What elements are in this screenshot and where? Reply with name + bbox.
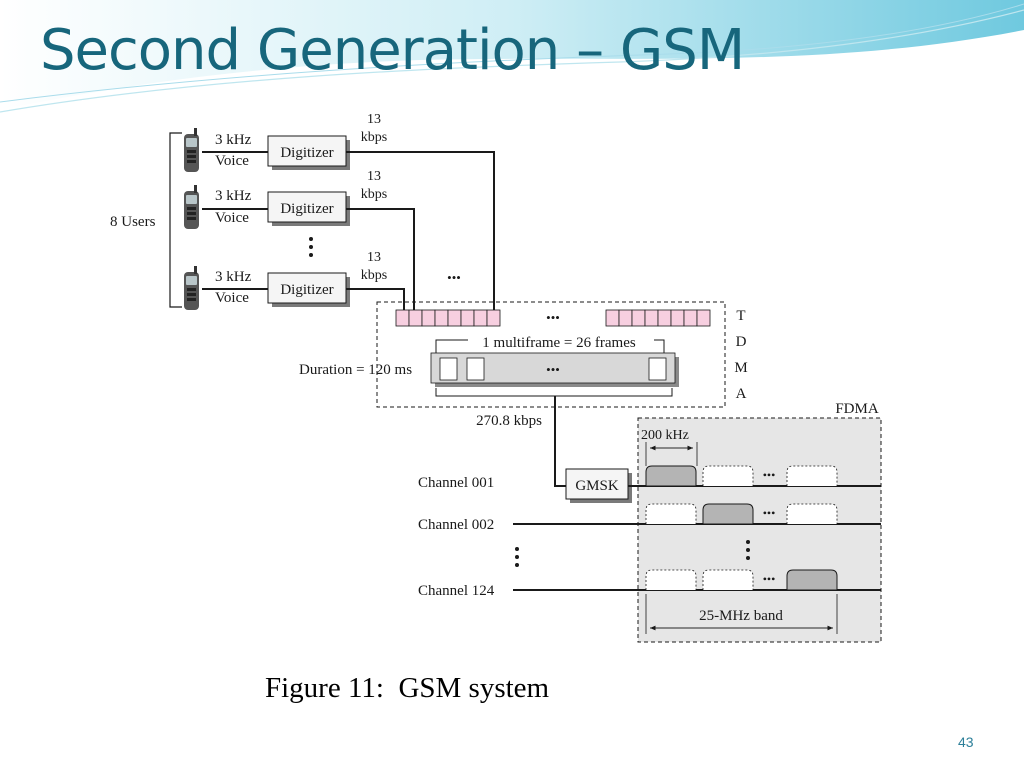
voice-label-line2: Voice <box>215 153 249 169</box>
gmsk-label: GMSK <box>575 478 619 494</box>
output-rate-label: 270.8 kbps <box>476 413 542 429</box>
channel-label: Channel 124 <box>418 583 495 599</box>
carrier-idle <box>645 503 697 524</box>
frame-cell <box>648 357 667 381</box>
channel-label: Channel 001 <box>418 475 494 491</box>
duration-label: Duration = 120 ms <box>299 362 412 378</box>
digitizer-box <box>267 191 347 223</box>
horizontal-ellipsis: ••• <box>763 572 776 586</box>
tdma-letters: T D M A <box>734 308 747 402</box>
carrier-idle <box>645 569 697 590</box>
digitizer-label: Digitizer <box>280 282 333 298</box>
vertical-ellipsis <box>309 237 313 257</box>
frame-slot <box>696 309 711 327</box>
fdma-box <box>637 417 882 643</box>
horizontal-ellipsis: ••• <box>546 310 560 325</box>
phone-icon <box>184 185 199 229</box>
digitizer-label: Digitizer <box>280 201 333 217</box>
carrier-idle <box>702 569 754 590</box>
frame-slot <box>683 309 698 327</box>
frame-slot <box>460 309 475 327</box>
voice-label-line1: 3 kHz <box>215 188 252 204</box>
frame-slot <box>395 309 410 327</box>
frame-slot <box>644 309 659 327</box>
rate-label-line1: 13 <box>367 112 381 127</box>
frame-slot <box>670 309 685 327</box>
frame-slots-right <box>605 309 711 327</box>
phone-icon <box>184 128 199 172</box>
horizontal-ellipsis: ••• <box>546 362 560 377</box>
wave-line <box>0 3 1024 103</box>
frame-slot <box>618 309 633 327</box>
voice-label-line1: 3 kHz <box>215 132 252 148</box>
output-bracket <box>435 388 673 397</box>
fdma-label: FDMA <box>835 401 879 417</box>
voice-label-line2: Voice <box>215 290 249 306</box>
digitizer-output-line <box>346 151 495 310</box>
digitizer-output-line <box>346 288 405 310</box>
frame-slot <box>657 309 672 327</box>
digitizer-box <box>267 135 347 167</box>
tdma-letter: T <box>736 308 745 324</box>
frame-slot <box>434 309 449 327</box>
vertical-ellipsis <box>746 540 750 560</box>
slide-title: Second Generation – GSM <box>40 18 745 83</box>
horizontal-ellipsis: ••• <box>763 506 776 520</box>
carrier-idle <box>786 465 838 486</box>
multiframe-label: 1 multiframe = 26 frames <box>482 335 636 351</box>
page-number: 43 <box>958 734 974 750</box>
horizontal-ellipsis: ••• <box>763 468 776 482</box>
digitizer-label: Digitizer <box>280 145 333 161</box>
frame-cell <box>439 357 458 381</box>
tdma-to-gmsk-line <box>554 396 566 487</box>
vertical-ellipsis <box>515 547 519 567</box>
carrier-active <box>786 569 838 591</box>
frame-slot <box>473 309 488 327</box>
carrier-idle <box>702 465 754 486</box>
tdma-letter: D <box>736 334 747 350</box>
band-label: 25-MHz band <box>699 608 783 624</box>
frame-slot <box>631 309 646 327</box>
users-label: 8 Users <box>110 214 156 230</box>
figure-caption: Figure 11: GSM system <box>265 672 550 704</box>
phone-icon <box>184 266 199 310</box>
frame-slots-left <box>395 309 501 327</box>
top-wave <box>0 0 1024 110</box>
horizontal-ellipsis: ••• <box>447 270 461 285</box>
multiframe-label-bg <box>468 333 654 349</box>
frame-slot <box>605 309 620 327</box>
rate-label-line2: kbps <box>361 187 387 202</box>
tdma-letter: M <box>734 360 747 376</box>
frame-slot <box>447 309 462 327</box>
digitizer-box <box>267 272 347 304</box>
frame-slot <box>421 309 436 327</box>
wave-line <box>0 9 1024 113</box>
tdma-letter: A <box>736 386 747 402</box>
voice-label-line1: 3 kHz <box>215 269 252 285</box>
carrier-idle <box>786 503 838 524</box>
carrier-active <box>702 503 754 525</box>
voice-label-line2: Voice <box>215 210 249 226</box>
gmsk-box <box>565 468 629 500</box>
carrier-active <box>645 465 697 487</box>
rate-label-line1: 13 <box>367 169 381 184</box>
users-bracket <box>169 132 182 308</box>
frame-cell <box>466 357 485 381</box>
rate-label-line2: kbps <box>361 130 387 145</box>
frame-slot <box>486 309 501 327</box>
rate-label-line1: 13 <box>367 250 381 265</box>
channel-width-label: 200 kHz <box>641 428 689 443</box>
frame-slot <box>408 309 423 327</box>
tdma-box <box>376 301 726 408</box>
rate-label-line2: kbps <box>361 268 387 283</box>
digitizer-output-line <box>346 208 415 310</box>
channel-label: Channel 002 <box>418 517 494 533</box>
